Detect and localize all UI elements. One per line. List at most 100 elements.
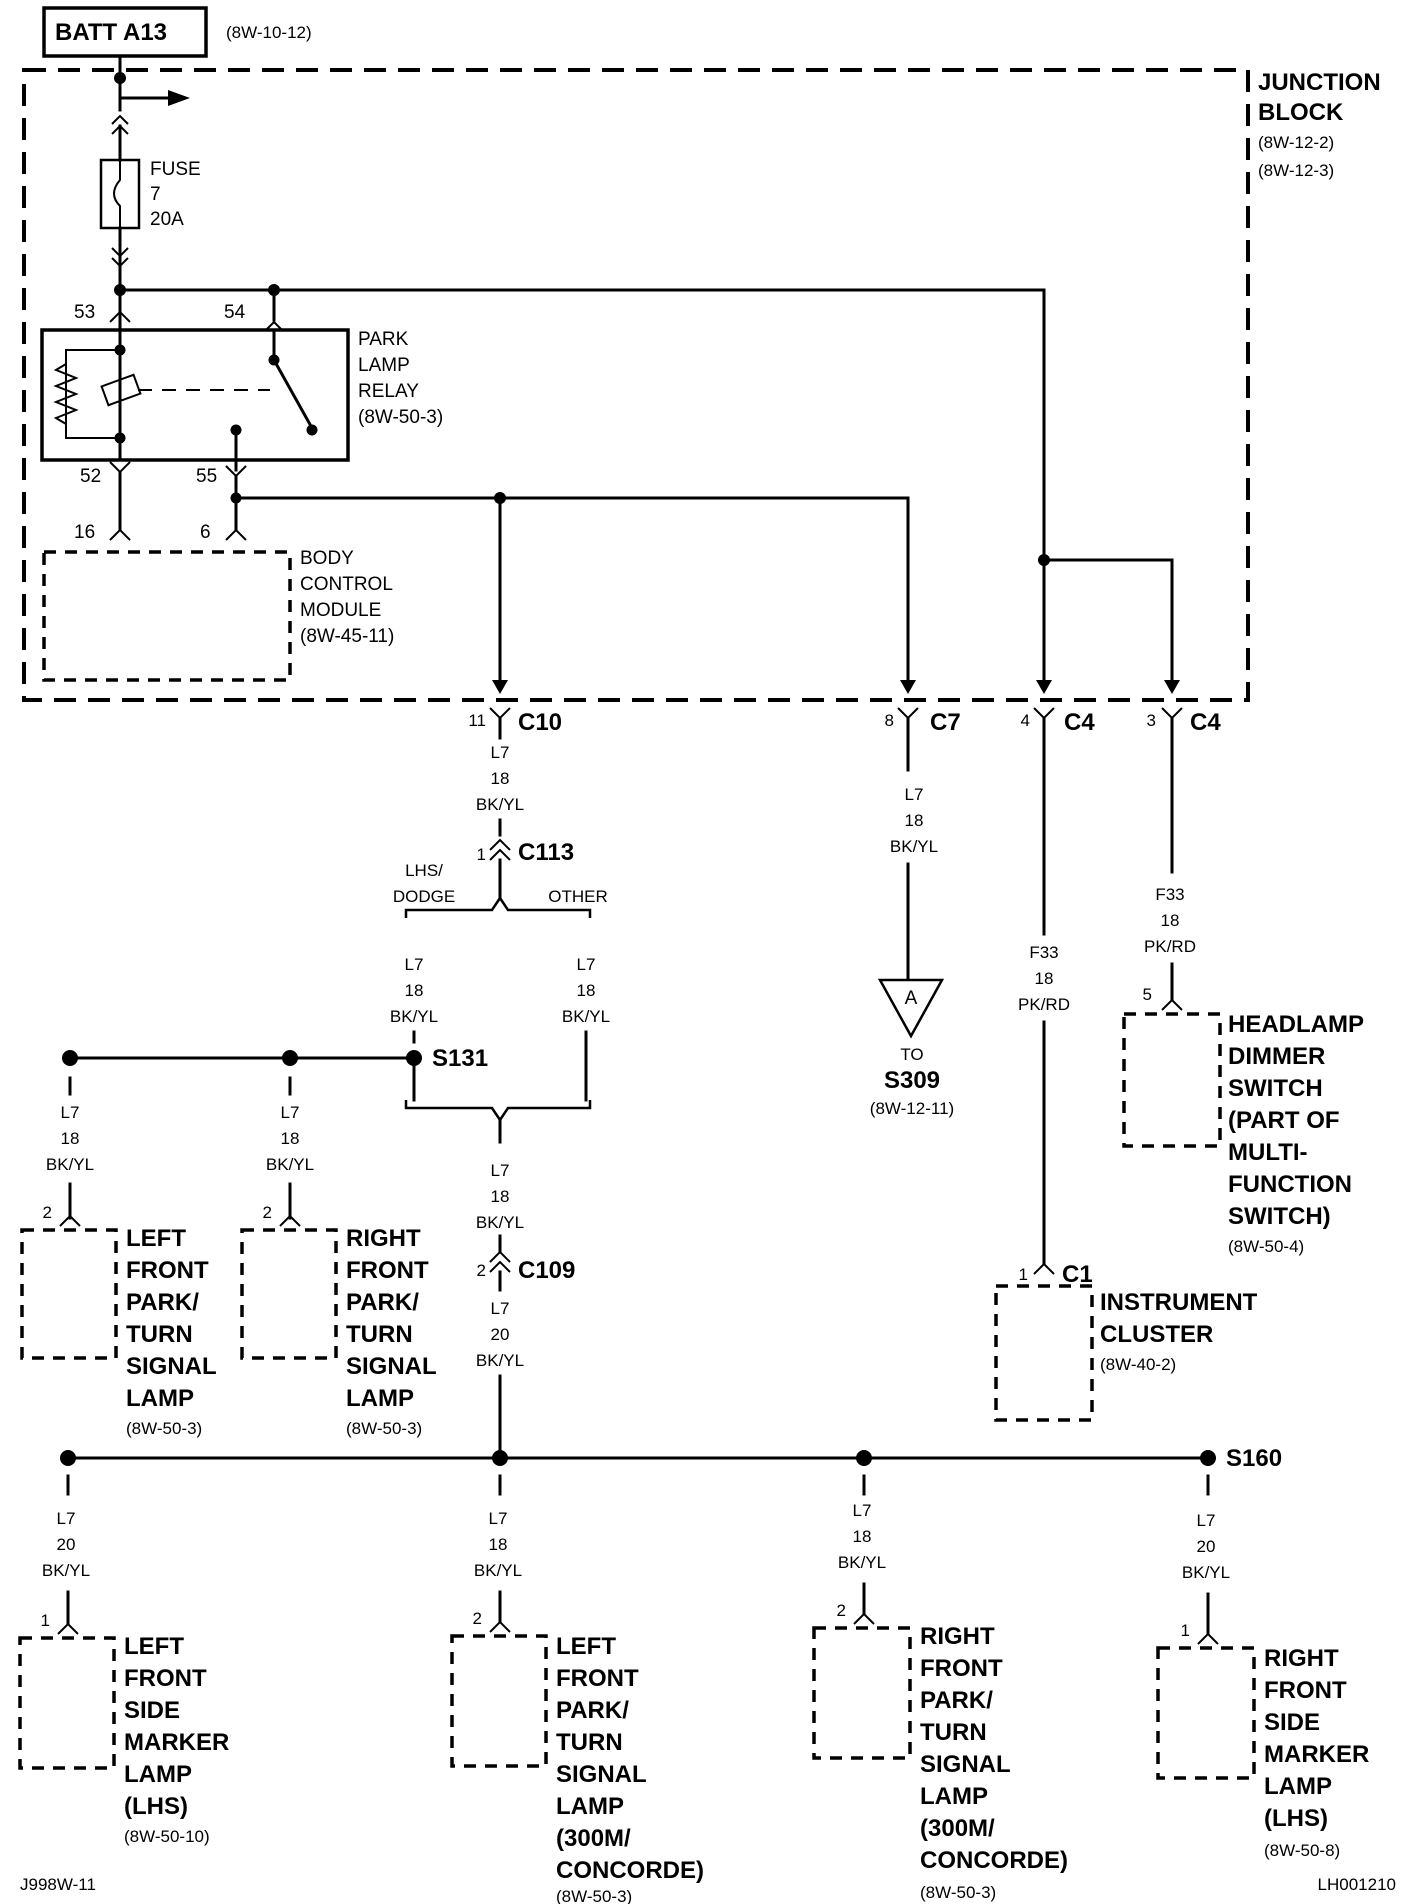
svg-text:TURN: TURN — [126, 1321, 193, 1348]
svg-text:PARK/: PARK/ — [346, 1289, 419, 1316]
option-lhs-1: LHS/ — [405, 861, 443, 880]
svg-text:TURN: TURN — [346, 1321, 413, 1348]
instrument-cluster — [994, 1284, 1094, 1422]
relay-pin-52: 52 — [80, 466, 101, 487]
c109-name: C109 — [518, 1257, 575, 1284]
svg-text:TURN: TURN — [556, 1729, 623, 1756]
svg-text:SWITCH: SWITCH — [1228, 1075, 1323, 1102]
bcm-ref: (8W-45-11) — [300, 626, 394, 647]
wire-c10-gauge: 18 — [491, 769, 510, 788]
rf-side-marker-lamp — [1156, 1646, 1256, 1780]
wire-lhs-color: BK/YL — [390, 1007, 438, 1026]
c4b-pin: 3 — [1147, 711, 1156, 730]
lf-park-upper-label: LEFT FRONT PARK/ TURN SIGNAL LAMP (8W-50… — [126, 1225, 217, 1438]
instrument-cluster-label-2: CLUSTER — [1100, 1321, 1213, 1348]
c1-name: C1 — [1062, 1261, 1093, 1288]
svg-text:(8W-50-3): (8W-50-3) — [556, 1887, 632, 1904]
instrument-cluster-label-1: INSTRUMENT — [1100, 1289, 1258, 1316]
relay-pin-55: 55 — [196, 466, 217, 487]
c7-name: C7 — [930, 709, 961, 736]
relay-label-1: PARK — [358, 329, 409, 350]
wire-c109-gauge: 20 — [491, 1325, 510, 1344]
bcm-pin-6: 6 — [200, 522, 211, 543]
wire-c10-color: BK/YL — [476, 795, 524, 814]
svg-text:(8W-50-3): (8W-50-3) — [346, 1419, 422, 1438]
svg-text:FRONT: FRONT — [920, 1655, 1003, 1682]
headlamp-dimmer-switch — [1122, 1012, 1222, 1148]
c113-pin: 1 — [477, 845, 486, 864]
offpage-ref: (8W-12-11) — [870, 1099, 954, 1118]
headlamp-dimmer-label: HEADLAMP DIMMER SWITCH (PART OF MULTI- F… — [1228, 1011, 1364, 1256]
lf-side-marker-lamp — [18, 1636, 116, 1770]
bcm-label-2: CONTROL — [300, 574, 393, 595]
svg-text:(PART OF: (PART OF — [1228, 1107, 1340, 1134]
svg-text:PARK/: PARK/ — [920, 1687, 993, 1714]
wire-rfsm-gauge: 20 — [1197, 1537, 1216, 1556]
c10-name: C10 — [518, 709, 562, 736]
svg-text:RIGHT: RIGHT — [920, 1623, 995, 1650]
svg-text:(300M/: (300M/ — [556, 1825, 631, 1852]
svg-text:(8W-50-3): (8W-50-3) — [920, 1883, 996, 1902]
rf-park-upper-lamp — [240, 1228, 338, 1360]
offpage-letter: A — [905, 988, 918, 1009]
wire-c7-color: BK/YL — [890, 837, 938, 856]
svg-text:HEADLAMP: HEADLAMP — [1228, 1011, 1364, 1038]
svg-text:SIGNAL: SIGNAL — [126, 1353, 217, 1380]
svg-text:MULTI-: MULTI- — [1228, 1139, 1308, 1166]
wire-merged-color: BK/YL — [476, 1213, 524, 1232]
svg-text:LEFT: LEFT — [556, 1633, 616, 1660]
relay-ref: (8W-50-3) — [358, 407, 443, 428]
svg-text:LEFT: LEFT — [124, 1633, 184, 1660]
wire-c7-circuit: L7 — [905, 785, 924, 804]
wire-ic-color: PK/RD — [1018, 995, 1070, 1014]
wire-rfpu-gauge: 18 — [281, 1129, 300, 1148]
wire-rfsm-color: BK/YL — [1182, 1563, 1230, 1582]
svg-text:FRONT: FRONT — [126, 1257, 209, 1284]
svg-text:LAMP: LAMP — [126, 1385, 194, 1412]
svg-text:FRONT: FRONT — [124, 1665, 207, 1692]
wire-lfpu-circuit: L7 — [61, 1103, 80, 1122]
wire-other-color: BK/YL — [562, 1007, 610, 1026]
wire-lfpu-color: BK/YL — [46, 1155, 94, 1174]
svg-text:SIGNAL: SIGNAL — [920, 1751, 1011, 1778]
svg-text:MARKER: MARKER — [124, 1729, 229, 1756]
feed-continues-arrow — [168, 90, 190, 106]
wire-merged-circuit: L7 — [491, 1161, 510, 1180]
wire-lfsm-gauge: 20 — [57, 1535, 76, 1554]
lf-park-lower-lamp — [450, 1634, 548, 1768]
svg-text:RIGHT: RIGHT — [346, 1225, 421, 1252]
c4a-name: C4 — [1064, 709, 1095, 736]
wire-lfsm-color: BK/YL — [42, 1561, 90, 1580]
lf-side-marker-label: LEFT FRONT SIDE MARKER LAMP (LHS) (8W-50… — [124, 1633, 229, 1846]
rf-park-lower-lamp — [812, 1626, 912, 1760]
junction-block-outline — [22, 68, 1250, 702]
svg-text:CONCORDE): CONCORDE) — [556, 1857, 704, 1884]
svg-text:SIDE: SIDE — [124, 1697, 180, 1724]
svg-text:(8W-50-10): (8W-50-10) — [124, 1827, 210, 1846]
relay-pin-54: 54 — [224, 302, 246, 323]
svg-text:LAMP: LAMP — [1264, 1773, 1332, 1800]
option-lhs-2: DODGE — [393, 887, 455, 906]
relay-coil — [100, 373, 142, 407]
svg-text:LEFT: LEFT — [126, 1225, 186, 1252]
svg-text:(8W-50-4): (8W-50-4) — [1228, 1237, 1304, 1256]
wire-lfpl-circuit: L7 — [489, 1509, 508, 1528]
svg-text:FRONT: FRONT — [1264, 1677, 1347, 1704]
svg-text:PARK/: PARK/ — [556, 1697, 629, 1724]
wire-merged-gauge: 18 — [491, 1187, 510, 1206]
svg-text:(300M/: (300M/ — [920, 1815, 995, 1842]
svg-text:RIGHT: RIGHT — [1264, 1645, 1339, 1672]
wire-ic-gauge: 18 — [1035, 969, 1054, 988]
instrument-cluster-ref: (8W-40-2) — [1100, 1355, 1176, 1374]
relay-label-3: RELAY — [358, 381, 419, 402]
body-control-module — [42, 550, 292, 682]
bcm-label-1: BODY — [300, 548, 354, 569]
rf-park-upper-label: RIGHT FRONT PARK/ TURN SIGNAL LAMP (8W-5… — [346, 1225, 437, 1438]
wire-ic-circuit: F33 — [1029, 943, 1058, 962]
offpage-connector-a — [877, 978, 945, 1039]
relay-coil-resistor — [53, 363, 79, 425]
wire-other-gauge: 18 — [577, 981, 596, 1000]
bcm-pin-16: 16 — [74, 522, 95, 543]
c1-pin: 1 — [1019, 1265, 1028, 1284]
svg-text:SIGNAL: SIGNAL — [556, 1761, 647, 1788]
